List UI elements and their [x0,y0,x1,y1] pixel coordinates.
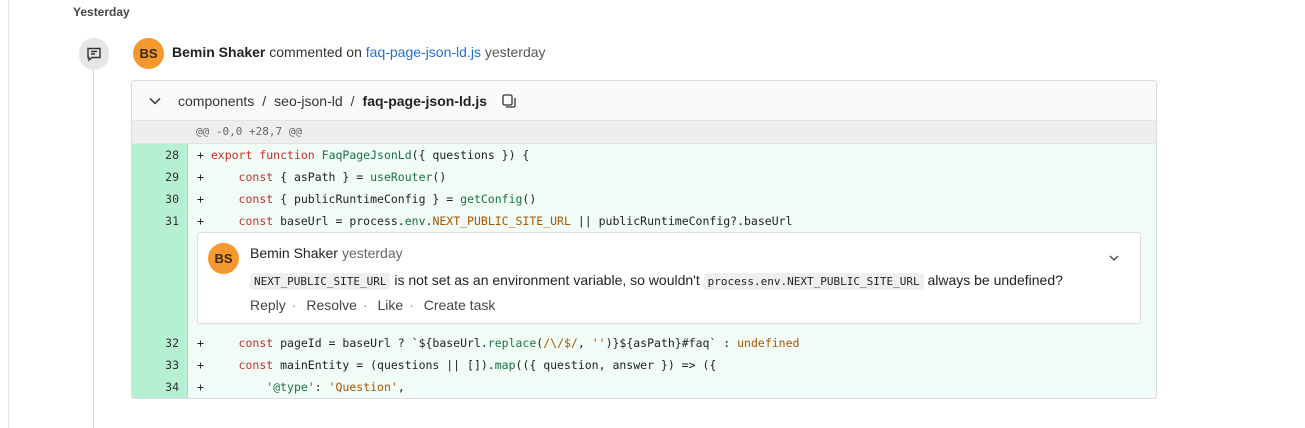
diff-line: 30+ const { publicRuntimeConfig } = getC… [132,188,1156,210]
code-token: + [197,192,239,206]
code-token: , [397,380,405,394]
inline-code: process.env.NEXT_PUBLIC_SITE_URL [703,273,924,290]
code-token: { publicRuntimeConfig } = [280,192,461,206]
line-number[interactable]: 31 [132,210,188,232]
code-token: () [522,192,537,206]
code-token: () [432,170,447,184]
diff-file: components/ seo-json-ld/ faq-page-json-l… [131,80,1157,399]
code-content: + const { asPath } = useRouter() [188,166,446,188]
code-token: + [197,336,239,350]
code-token: const [238,170,281,184]
code-token: '@type' [266,380,315,394]
line-number[interactable]: 29 [132,166,188,188]
code-token: NEXT_PUBLIC_SITE_URL [432,214,571,228]
code-content: + const pageId = baseUrl ? `${baseUrl.re… [188,332,799,354]
code-token: + [197,214,239,228]
author-name[interactable]: Bemin Shaker [172,44,266,60]
comment-body: NEXT_PUBLIC_SITE_URL is not set as an en… [250,270,1063,292]
path-segment: components [178,92,255,109]
resolve-button[interactable]: Resolve [306,297,357,313]
code-token: { asPath } = [280,170,371,184]
code-token: FaqPageJsonLd [321,148,412,162]
code-token: + [197,358,239,372]
code-token: env [404,214,426,228]
reply-button[interactable]: Reply [250,297,286,313]
event-action: commented on [269,44,362,60]
diff-line: 28+ export function FaqPageJsonLd({ ques… [132,144,1156,166]
comment-time: yesterday [341,245,403,261]
code-token: )}${asPath}#faq` : [605,336,738,350]
timeline-line [93,66,94,428]
diff-line: 32+ const pageId = baseUrl ? `${baseUrl.… [132,332,1156,354]
line-number[interactable]: 30 [132,188,188,210]
code-token: replace [487,336,537,350]
code-token: /\/$/ [543,336,578,350]
code-token: (({ question, answer }) => ({ [515,358,717,372]
code-token: pageId = baseUrl ? `${baseUrl. [280,336,488,350]
day-label: Yesterday [73,5,130,19]
code-token: getConfig [460,192,523,206]
code-token: + [197,170,239,184]
code-token: + [197,380,267,394]
avatar[interactable]: BS [133,38,164,69]
code-token: , [577,336,592,350]
code-token: undefined [737,336,800,350]
code-token: '' [591,336,606,350]
event-headline: Bemin Shaker commented on faq-page-json-… [172,44,546,60]
chevron-down-icon[interactable] [1108,251,1120,269]
event-time: yesterday [484,44,546,60]
line-number[interactable]: 28 [132,144,188,166]
copy-icon[interactable] [501,93,517,109]
diff-file-header: components/ seo-json-ld/ faq-page-json-l… [132,81,1156,121]
comment-actions: Reply· Resolve· Like· Create task [250,297,496,313]
code-token: map [494,358,516,372]
code-token: ({ questions }) { [411,148,530,162]
left-border [8,0,9,428]
hunk-header: @@ -0,0 +28,7 @@ [132,121,1156,144]
code-token: const [238,358,281,372]
file-link[interactable]: faq-page-json-ld.js [365,44,481,60]
code-token: useRouter [370,170,433,184]
comment-author[interactable]: Bemin Shaker [250,245,338,261]
code-token: baseUrl = process. [280,214,405,228]
chevron-down-icon[interactable] [132,94,178,108]
diff-line: 34+ '@type': 'Question', [132,376,1156,398]
code-token: . [425,214,433,228]
code-content: + const { publicRuntimeConfig } = getCon… [188,188,536,210]
code-token: 'Question' [328,380,398,394]
code-token: : [314,380,329,394]
code-token: + [197,148,211,162]
file-name: faq-page-json-ld.js [362,92,487,109]
code-content: + const baseUrl = process.env.NEXT_PUBLI… [188,210,792,232]
code-token: const [238,214,281,228]
code-token: || publicRuntimeConfig?.baseUrl [570,214,793,228]
inline-code: NEXT_PUBLIC_SITE_URL [250,273,391,290]
code-content: + '@type': 'Question', [188,376,405,398]
code-token: const [238,192,281,206]
avatar[interactable]: BS [208,243,239,274]
code-token: mainEntity = (questions || []). [280,358,495,372]
line-number[interactable]: 33 [132,354,188,376]
diff-line: 31+ const baseUrl = process.env.NEXT_PUB… [132,210,1156,232]
diff-line: 29+ const { asPath } = useRouter() [132,166,1156,188]
code-content: + const mainEntity = (questions || []).m… [188,354,716,376]
line-number[interactable]: 32 [132,332,188,354]
code-token: ( [536,336,544,350]
diff-line: 33+ const mainEntity = (questions || [])… [132,354,1156,376]
like-button[interactable]: Like [377,297,404,313]
path-segment: seo-json-ld [274,92,343,109]
code-token: const [238,336,281,350]
create-task-button[interactable]: Create task [423,297,496,313]
code-token: export function [210,148,322,162]
comment-icon [79,38,109,70]
line-number[interactable]: 34 [132,376,188,398]
code-content: + export function FaqPageJsonLd({ questi… [188,144,529,166]
